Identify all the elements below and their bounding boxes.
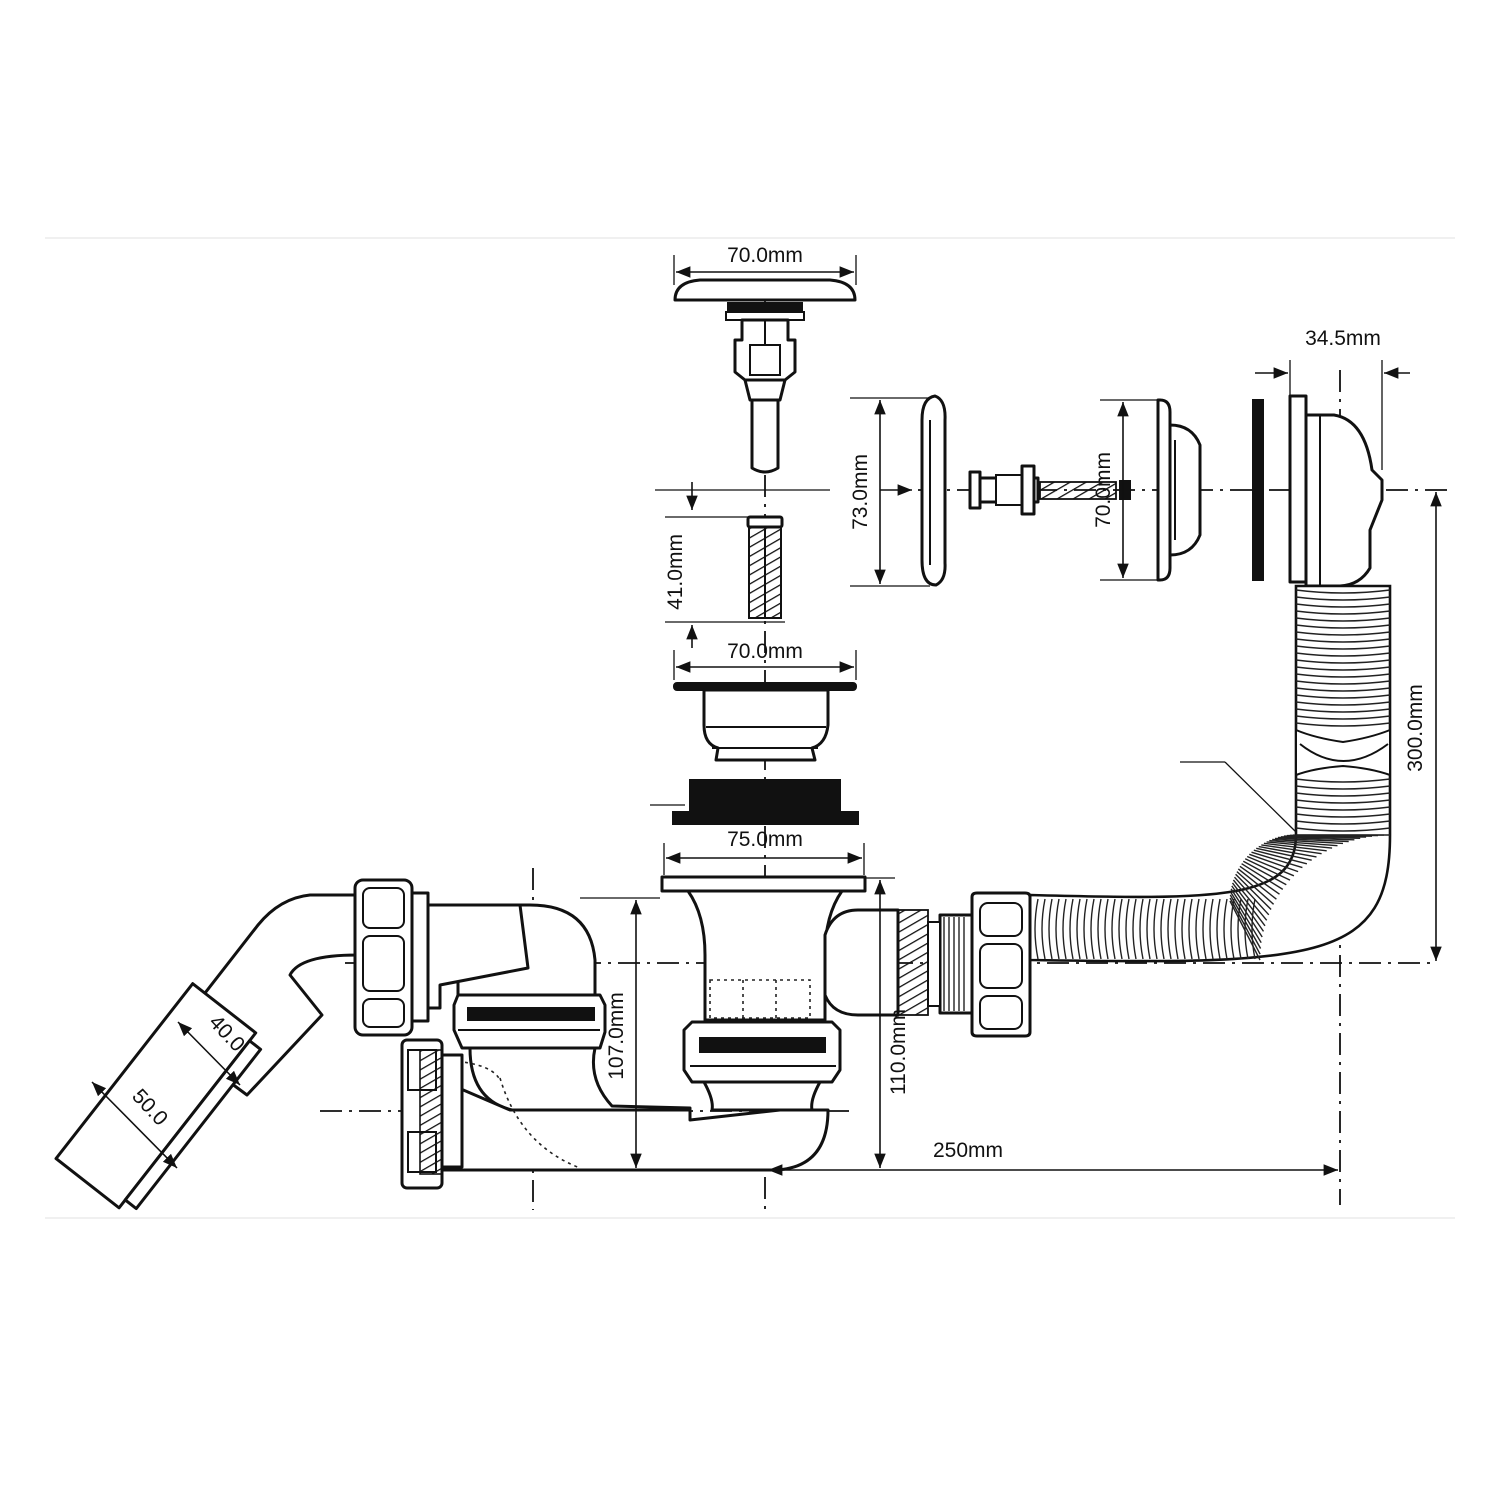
overflow-screw <box>968 464 1131 516</box>
dim-waste-bolt-length: 41.0mm <box>664 534 687 610</box>
dim-overflow-body-depth: 34.5mm <box>1305 327 1381 350</box>
plug-cap <box>673 278 857 302</box>
corrugated-hose <box>1028 584 1392 963</box>
dim-overflow-cover-height: 73.0mm <box>849 454 872 530</box>
waste-bolt <box>746 515 784 619</box>
plug-cap-seal <box>727 302 803 313</box>
dim-overflow-plate-height: 70.0mm <box>1092 452 1115 528</box>
dim-hose-length: 300.0mm <box>1404 684 1427 772</box>
overflow-body <box>1288 394 1384 588</box>
overflow-cover <box>920 394 947 587</box>
dim-waste-body-width: 75.0mm <box>727 828 803 851</box>
hose-nut <box>970 891 1032 1038</box>
dim-waste-height: 110.0mm <box>887 1009 910 1095</box>
plug-cap-assembly <box>673 278 857 474</box>
waste-flange <box>673 682 857 762</box>
overflow-gasket <box>1252 399 1264 581</box>
dim-outlet-distance: 250mm <box>933 1139 1003 1162</box>
overflow-plate <box>1156 398 1202 582</box>
waste-rubber-seal <box>650 779 859 825</box>
waste-body <box>660 875 929 1112</box>
dimension-lines <box>91 255 1442 1176</box>
plug-pin <box>750 398 780 474</box>
hose-connector-threads <box>927 913 974 1015</box>
dim-waste-flange-width: 70.0mm <box>727 640 803 663</box>
dim-trap-height: 107.0mm <box>605 992 628 1080</box>
dim-plug-cap-width: 70.0mm <box>727 244 803 267</box>
